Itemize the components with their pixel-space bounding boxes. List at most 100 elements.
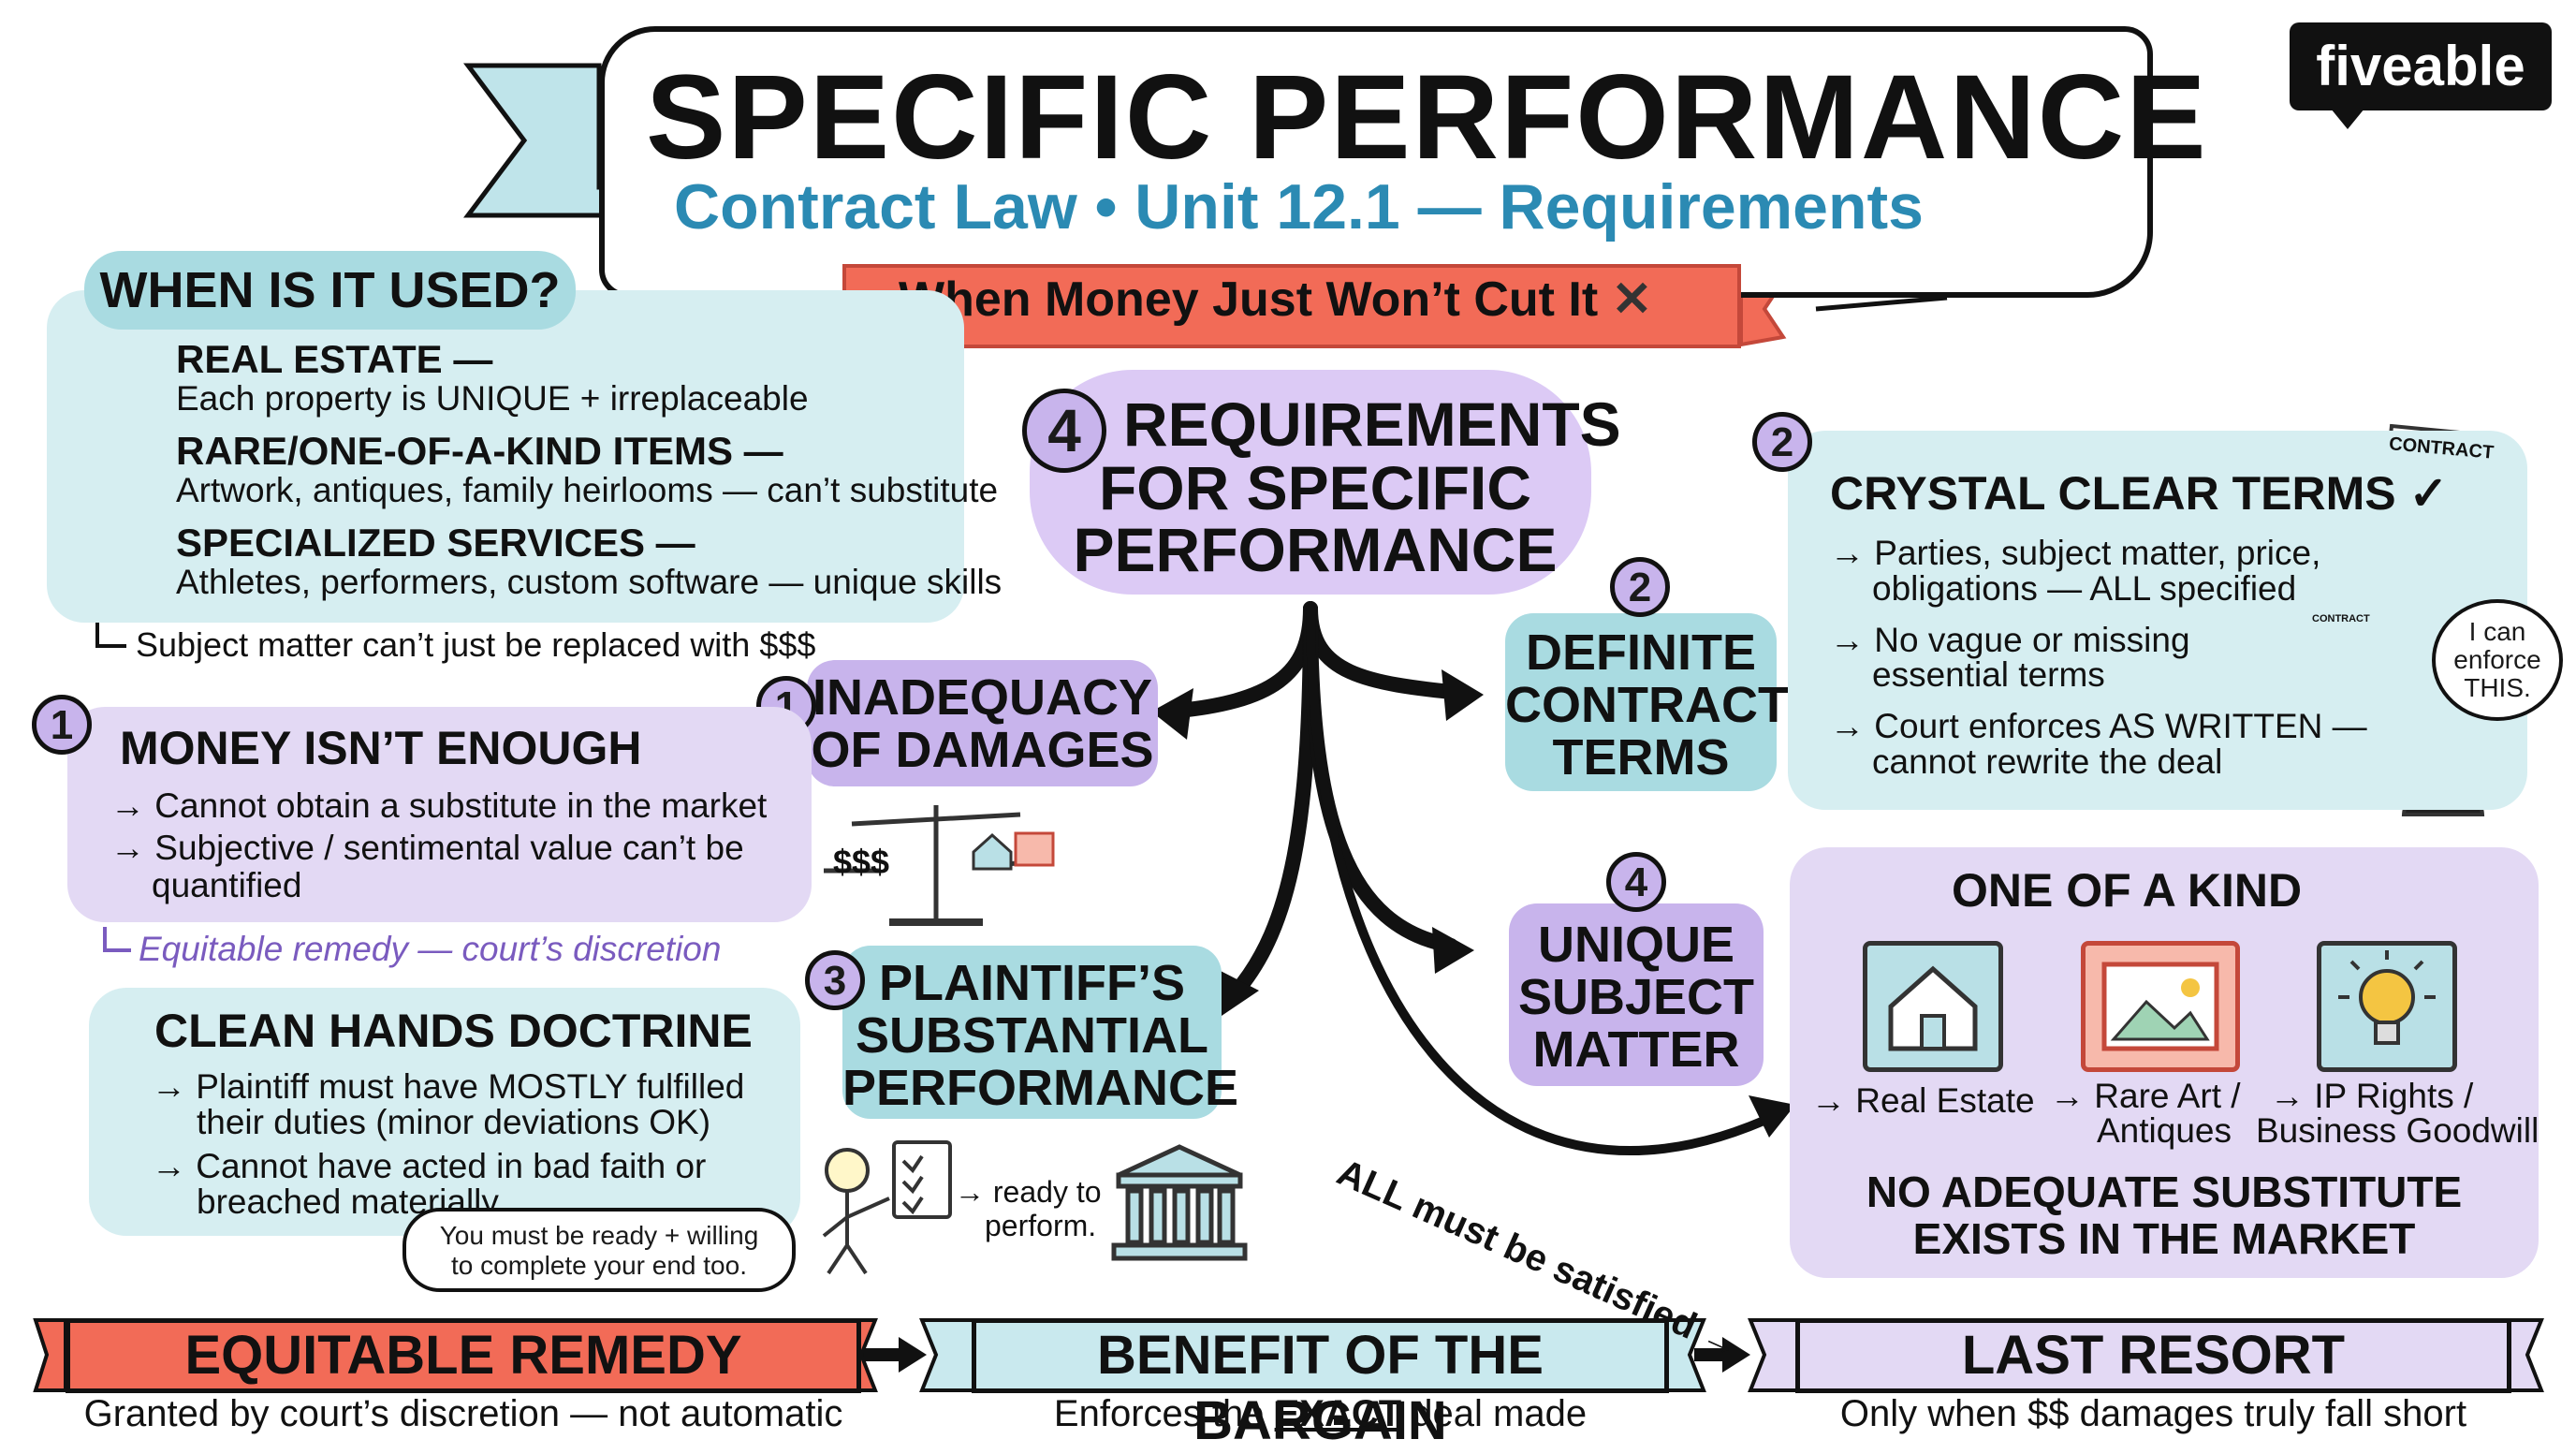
req1-footnote: Equitable remedy — court’s discretion xyxy=(139,930,722,968)
req3-tag-line: PERFORMANCE xyxy=(842,1060,1239,1116)
req2-bullet: cannot rewrite the deal xyxy=(1872,742,2223,781)
mini-house-icon xyxy=(972,832,1013,871)
last-resort-caption: Only when $$ damages truly fall short xyxy=(1839,1393,2467,1434)
when-item-title: REAL ESTATE — xyxy=(176,337,493,381)
when-used-panel xyxy=(47,290,964,623)
page-title: SPECIFIC PERFORMANCE xyxy=(646,51,2208,184)
when-item-desc: Athletes, performers, custom software — … xyxy=(176,563,1003,601)
title-banner xyxy=(599,26,2153,298)
req3-heading: CLEAN HANDS DOCTRINE xyxy=(154,1005,753,1057)
req4-tag: UNIQUE SUBJECT MATTER xyxy=(1509,903,1764,1086)
center-title-line: PERFORMANCE xyxy=(1073,515,1558,584)
card-label: Antiques xyxy=(2097,1111,2232,1150)
courthouse-icon xyxy=(1111,1144,1248,1261)
requirement-arrows xyxy=(1163,601,1783,1155)
lightbulb-icon xyxy=(2338,950,2436,1045)
req1-tag: INADEQUACY OF DAMAGES xyxy=(807,660,1158,786)
req3-number: 3 xyxy=(805,950,865,1010)
req1-bullet: quantified xyxy=(152,866,302,904)
benefit-of-bargain-caption: Enforces the EXACT deal made xyxy=(972,1393,1669,1435)
money-cross-icon: ✕ xyxy=(1611,272,1653,327)
req2-bullet: essential terms xyxy=(1872,655,2105,694)
stick-figure-icon xyxy=(822,1148,890,1275)
req2-heading: CRYSTAL CLEAR TERMS ✓ xyxy=(1830,467,2449,520)
req2-tag-line: TERMS xyxy=(1552,729,1730,786)
caption-pre: Enforces the xyxy=(1053,1393,1275,1434)
req2-bullet: → Court enforces AS WRITTEN — xyxy=(1830,707,2367,745)
card-label: → IP Rights / xyxy=(2270,1077,2474,1115)
req3-speech-bubble: You must be ready + willing to complete … xyxy=(402,1208,796,1292)
req4-tag-line: MATTER xyxy=(1532,1021,1740,1078)
rare-art-card xyxy=(2081,941,2240,1072)
speech-line: You must be ready + willing xyxy=(439,1221,759,1250)
scale-money-label: $$$ xyxy=(833,843,890,881)
when-used-heading: WHEN IS IT USED? xyxy=(84,251,576,330)
center-requirements-bubble xyxy=(1030,370,1591,595)
center-title-line: REQUIREMENTS xyxy=(1123,389,1621,459)
when-used-footnote: Subject matter can’t just be replaced wi… xyxy=(136,625,816,664)
subtitle-ribbon xyxy=(842,264,1741,348)
center-number: 4 xyxy=(1022,389,1106,473)
when-item-title: RARE/ONE-OF-A-KIND ITEMS — xyxy=(176,429,783,473)
req2-panel xyxy=(1788,431,2527,810)
req1-heading: MONEY ISN’T ENOUGH xyxy=(120,722,642,774)
center-title-rest: FOR SPECIFIC PERFORMANCE xyxy=(1030,457,1601,580)
small-contract-label: CONTRACT xyxy=(2312,613,2370,624)
page-subtitle: Contract Law • Unit 12.1 — Requirements xyxy=(674,171,1924,242)
last-resort-bar: LAST RESORT xyxy=(1795,1318,2511,1393)
req4-tag-line: SUBJECT xyxy=(1517,969,1755,1025)
benefit-of-bargain-bar: BENEFIT OF THE BARGAIN xyxy=(972,1318,1669,1451)
req1-panel xyxy=(67,707,812,922)
caption-emphasis: EXACT xyxy=(1274,1393,1402,1434)
req1-panel-number: 1 xyxy=(32,695,92,755)
equitable-remedy-caption: Granted by court’s discretion — not auto… xyxy=(83,1393,843,1434)
req1-bullet: → Cannot obtain a substitute in the mark… xyxy=(110,786,768,825)
req3-tag-line: SUBSTANTIAL xyxy=(856,1007,1208,1064)
req2-panel-number: 2 xyxy=(1752,412,1812,472)
center-title-line: FOR SPECIFIC xyxy=(1098,453,1532,522)
judge-speech-bubble: I can enforce THIS. xyxy=(2432,599,2563,721)
req1-bullet: → Subjective / sentimental value can’t b… xyxy=(110,829,744,867)
picture-frame-icon xyxy=(2101,962,2219,1051)
speech-line: enforce xyxy=(2453,645,2541,674)
when-item-title: SPECIALIZED SERVICES — xyxy=(176,521,695,565)
speech-line: THIS. xyxy=(2464,673,2531,702)
req4-bottom-line: NO ADEQUATE SUBSTITUTE xyxy=(1866,1168,2463,1216)
card-label: → Real Estate xyxy=(1811,1081,2035,1120)
ip-rights-card xyxy=(2317,941,2457,1072)
req2-tag: DEFINITE CONTRACT TERMS xyxy=(1505,613,1789,791)
req2-tag-line: DEFINITE xyxy=(1525,624,1756,681)
speech-line: to complete your end too. xyxy=(451,1251,747,1280)
card-label: Business Goodwill xyxy=(2256,1111,2539,1150)
req2-bullet: → No vague or missing xyxy=(1830,621,2190,659)
real-estate-card xyxy=(1863,941,2003,1072)
center-title: REQUIREMENTS xyxy=(1123,391,1621,457)
req4-number: 4 xyxy=(1606,852,1666,912)
req4-tag-line: UNIQUE xyxy=(1537,917,1734,973)
req2-tag-line: CONTRACT xyxy=(1505,677,1789,733)
mini-picture-icon xyxy=(1014,831,1055,867)
req3-bullet: their duties (minor deviations OK) xyxy=(197,1103,711,1141)
req3-panel xyxy=(89,988,800,1236)
req2-number: 2 xyxy=(1610,557,1670,617)
req3-bullet: → Cannot have acted in bad faith or xyxy=(152,1147,707,1185)
ready-line: perform. xyxy=(985,1209,1097,1242)
ribbon-text: When Money Just Won’t Cut It ✕ xyxy=(899,272,1652,328)
req4-bottom-text: NO ADEQUATE SUBSTITUTE EXISTS IN THE MAR… xyxy=(1790,1168,2539,1262)
fiveable-logo: fiveable xyxy=(2290,22,2552,110)
checklist-icon xyxy=(892,1140,952,1219)
caption-post: deal made xyxy=(1401,1393,1588,1434)
req2-bullet: → Parties, subject matter, price, xyxy=(1830,534,2321,572)
speech-line: I can xyxy=(2468,617,2526,646)
req4-bottom-line: EXISTS IN THE MARKET xyxy=(1912,1214,2416,1263)
req3-tag: PLAINTIFF’S SUBSTANTIAL PERFORMANCE xyxy=(842,946,1239,1119)
req3-tag-line: PLAINTIFF’S xyxy=(879,955,1185,1011)
ready-line: → ready to xyxy=(955,1175,1102,1209)
card-label: → Rare Art / xyxy=(2050,1077,2241,1115)
req1-tag-line: INADEQUACY xyxy=(812,669,1153,726)
ribbon-label: When Money Just Won’t Cut It xyxy=(899,272,1599,327)
req4-heading: ONE OF A KIND xyxy=(1952,864,2303,917)
ready-to-perform-label: → ready to perform. xyxy=(955,1175,1102,1242)
req1-tag-line: OF DAMAGES xyxy=(811,722,1154,778)
when-item-desc: Artwork, antiques, family heirlooms — ca… xyxy=(176,471,999,509)
